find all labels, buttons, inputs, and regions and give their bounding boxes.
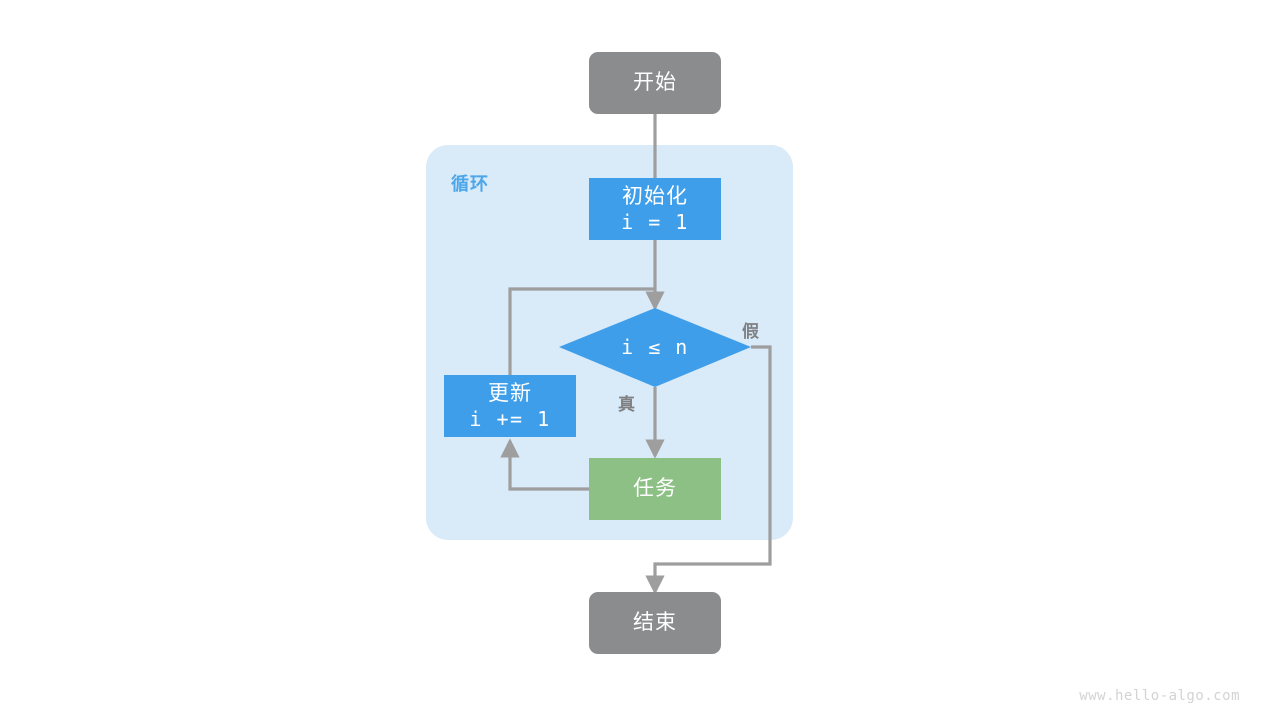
edge-task-to-update [500, 438, 589, 491]
node-start[interactable] [589, 52, 721, 114]
node-end[interactable] [589, 592, 721, 654]
watermark: www.hello-algo.com [1079, 688, 1240, 704]
loop-group-label: 循环 [451, 174, 489, 194]
edge-label-true: 真 [618, 395, 636, 414]
edge-cond-false-to-end [645, 345, 772, 595]
node-update[interactable] [444, 375, 576, 437]
edge-label-false: 假 [742, 322, 760, 341]
edge-update-to-cond [508, 287, 655, 375]
node-condition[interactable] [559, 308, 751, 387]
node-init[interactable] [589, 178, 721, 240]
node-task[interactable] [589, 458, 721, 520]
